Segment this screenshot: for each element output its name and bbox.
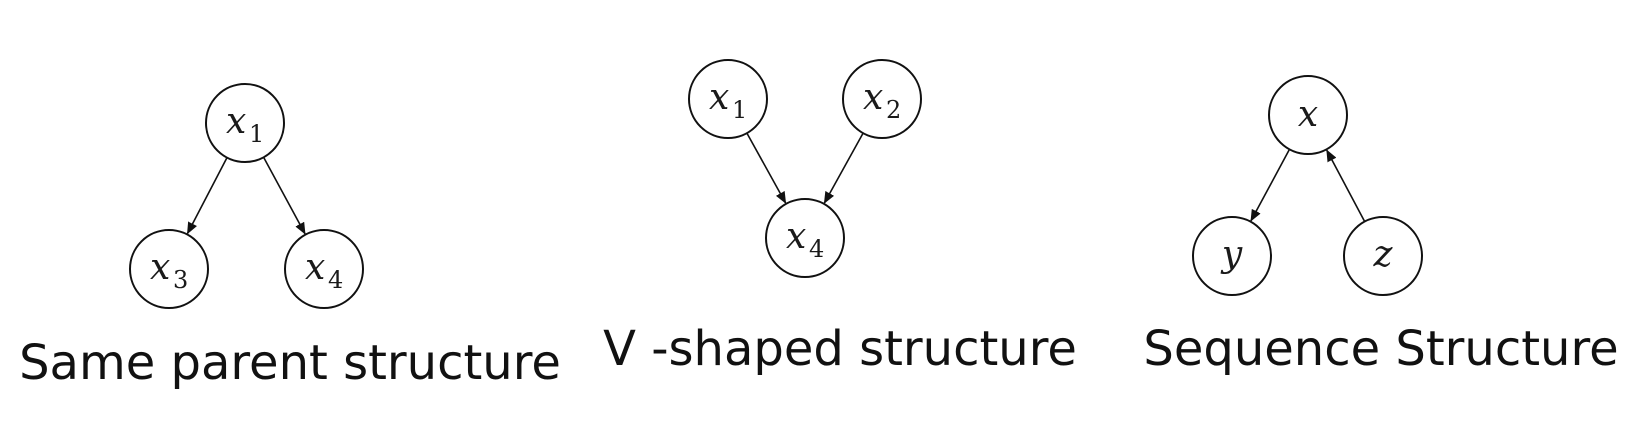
caption-v-shaped: V -shaped structure (603, 321, 1077, 377)
edge-x1-to-x4 (262, 156, 306, 235)
svg-text:z: z (1373, 234, 1394, 275)
node-x1: x 1 (205, 83, 285, 163)
svg-text:1: 1 (249, 120, 264, 148)
svg-text:2: 2 (886, 96, 901, 124)
svg-text:4: 4 (328, 266, 343, 294)
panel-v-shaped: x 1 x 2 x 4 V -shaped structure (603, 59, 1077, 377)
caption-same-parent: Same parent structure (19, 335, 561, 391)
svg-text:x: x (305, 247, 325, 288)
svg-text:x: x (786, 216, 806, 257)
caption-sequence: Sequence Structure (1143, 321, 1618, 377)
edge-x-to-y (1250, 148, 1291, 222)
edge-x1-to-x4 (746, 132, 787, 204)
svg-text:y: y (1220, 234, 1243, 275)
node-z: z (1343, 216, 1423, 296)
node-y: y (1192, 216, 1272, 296)
svg-text:4: 4 (809, 235, 824, 263)
edge-x2-to-x4 (823, 132, 864, 204)
svg-text:x: x (709, 77, 729, 118)
svg-text:x: x (226, 101, 246, 142)
svg-text:x: x (1298, 94, 1318, 135)
svg-text:1: 1 (732, 96, 747, 124)
node-x: x (1268, 75, 1348, 155)
svg-text:x: x (863, 77, 883, 118)
panel-sequence: x y z Sequence Structure (1143, 75, 1619, 377)
svg-text:3: 3 (173, 266, 188, 294)
node-x2: x 2 (842, 59, 922, 139)
node-x1: x 1 (688, 59, 768, 139)
node-x3: x 3 (129, 229, 209, 309)
node-x4: x 4 (284, 229, 364, 309)
node-x4: x 4 (765, 198, 845, 278)
edge-z-to-x (1326, 149, 1366, 222)
panel-same-parent: x 1 x 3 x 4 Same parent structure (19, 83, 561, 391)
edge-x1-to-x3 (186, 157, 228, 235)
svg-text:x: x (150, 247, 170, 288)
